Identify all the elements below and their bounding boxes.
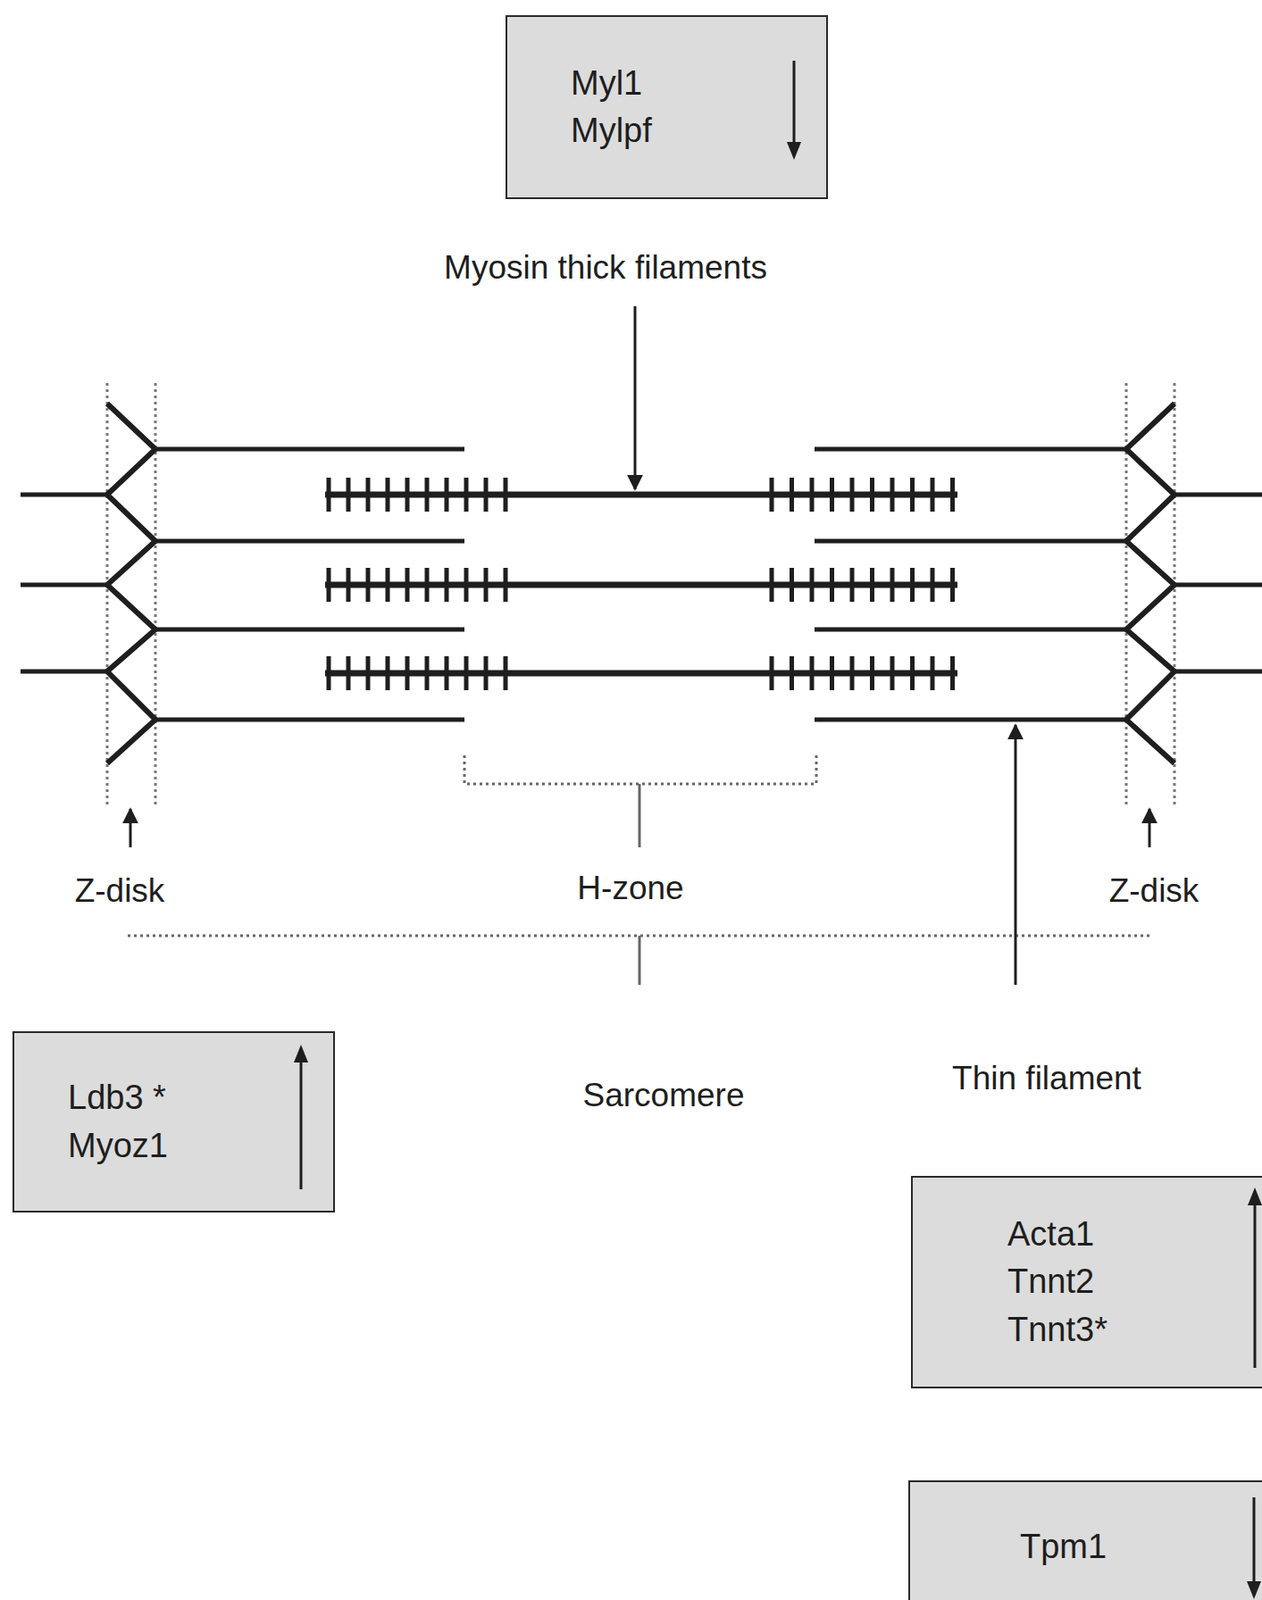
thin-filament [20, 449, 1262, 720]
structure-label: H-zone [576, 869, 684, 908]
cross-bridge [484, 656, 489, 691]
cross-bridge [829, 477, 835, 512]
cross-bridge [850, 477, 855, 512]
gene-box: Acta1Tnnt2Tnnt3* [910, 1176, 1262, 1389]
gene-name: Ldb3 * [67, 1074, 334, 1122]
cross-bridge [425, 656, 430, 691]
cross-bridge [484, 477, 489, 512]
cross-bridge [503, 656, 509, 691]
leader-arrow [130, 306, 1150, 986]
cross-bridge [484, 568, 489, 602]
structure-label: Myosin thick filaments [443, 249, 768, 287]
cross-bridge [890, 477, 895, 512]
cross-bridge [829, 568, 835, 602]
thick-filament [325, 477, 958, 691]
cross-bridge [850, 568, 855, 602]
cross-bridge [869, 656, 875, 691]
gene-name: Tnnt3* [1007, 1306, 1262, 1354]
cross-bridge [444, 477, 450, 512]
cross-bridge [444, 568, 450, 602]
cross-bridge [950, 568, 955, 602]
cross-bridge [366, 656, 371, 691]
gene-name: Myl1 [570, 59, 827, 108]
cross-bridge [346, 568, 352, 602]
cross-bridge [910, 477, 915, 512]
change-arrow [14, 1033, 16, 1035]
cross-bridge [385, 568, 391, 602]
change-arrow [912, 1178, 914, 1179]
cross-bridge [789, 477, 794, 512]
cross-bridge [425, 477, 430, 512]
cross-bridge [930, 568, 936, 602]
cross-bridge [769, 477, 775, 512]
sarcomere-bracket [127, 936, 1152, 986]
gene-name: Mylpf [570, 107, 827, 155]
cross-bridge [810, 656, 815, 691]
z-disk-zigzag [107, 403, 1175, 764]
gene-box: Ldb3 *Myoz1 [12, 1031, 335, 1213]
cross-bridge [444, 656, 450, 691]
cross-bridge [950, 656, 955, 691]
structure-label: Z-disk [1109, 872, 1200, 911]
cross-bridge [425, 568, 430, 602]
cross-bridge [503, 477, 509, 512]
gene-box: Myl1Mylpf [505, 15, 828, 200]
gene-name: Tpm1 [1019, 1523, 1262, 1572]
cross-bridge [869, 568, 875, 602]
cross-bridge [366, 477, 371, 512]
gene-name: Acta1 [1007, 1211, 1262, 1259]
cross-bridge [366, 568, 371, 602]
cross-bridge [346, 656, 352, 691]
gene-name: Myoz1 [67, 1122, 334, 1171]
cross-bridge [326, 568, 332, 602]
cross-bridge [385, 477, 391, 512]
structure-label: Thin filament [952, 1060, 1142, 1098]
cross-bridge [769, 656, 775, 691]
cross-bridge [810, 568, 815, 602]
cross-bridge [869, 477, 875, 512]
h-zone-bracket [464, 755, 817, 848]
cross-bridge [326, 477, 332, 512]
cross-bridge [910, 656, 915, 691]
cross-bridge [769, 568, 775, 602]
cross-bridge [464, 477, 469, 512]
cross-bridge [930, 656, 936, 691]
cross-bridge [850, 656, 855, 691]
cross-bridge [503, 568, 509, 602]
cross-bridge [890, 656, 895, 691]
cross-bridge [810, 477, 815, 512]
cross-bridge [950, 477, 955, 512]
cross-bridge [405, 477, 410, 512]
cross-bridge [910, 568, 915, 602]
cross-bridge [930, 477, 936, 512]
cross-bridge [789, 656, 794, 691]
cross-bridge [405, 568, 410, 602]
cross-bridge [789, 568, 794, 602]
change-arrow [507, 16, 509, 18]
cross-bridge [326, 656, 332, 691]
cross-bridge [464, 568, 469, 602]
gene-name: Tnnt2 [1007, 1258, 1262, 1306]
structure-label: Sarcomere [583, 1077, 745, 1115]
cross-bridge [346, 477, 352, 512]
structure-label: Z-disk [75, 872, 166, 911]
cross-bridge [829, 656, 835, 691]
cross-bridge [890, 568, 895, 602]
change-arrow [910, 1482, 911, 1484]
cross-bridge [464, 656, 469, 691]
cross-bridge [385, 656, 391, 691]
cross-bridge [405, 656, 410, 691]
gene-box: Tpm1 [908, 1480, 1262, 1600]
